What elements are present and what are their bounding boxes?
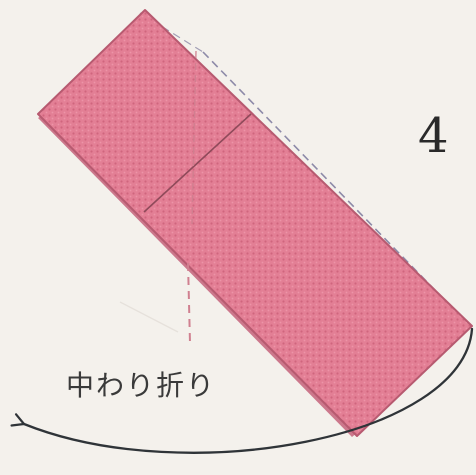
curved-arrow-left-icon bbox=[10, 327, 474, 454]
inside-reverse-fold-crease bbox=[143, 113, 252, 213]
fold-guide-dashed-line bbox=[187, 262, 191, 344]
folded-paper-strip bbox=[37, 9, 473, 437]
background-guide-line bbox=[119, 301, 179, 333]
fold-instruction-label: 中わり折り bbox=[66, 369, 217, 402]
step-number: 4 bbox=[418, 108, 449, 164]
paper-fold-guide-line bbox=[191, 50, 197, 225]
